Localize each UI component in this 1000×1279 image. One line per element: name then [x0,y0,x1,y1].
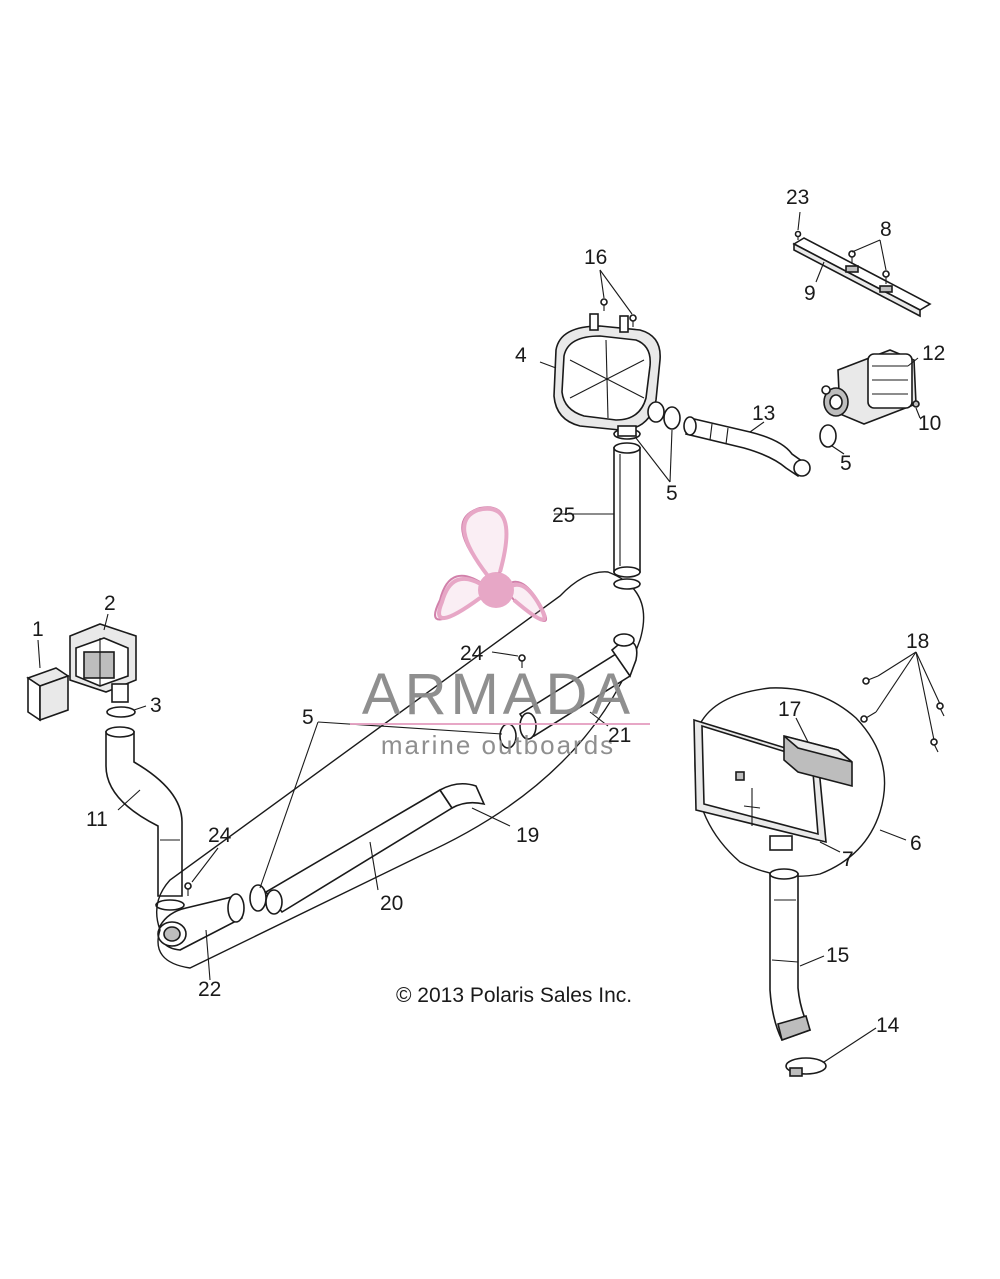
callout-19: 19 [516,824,539,847]
part-16-screws [600,298,637,327]
part-5-clamp-lower [249,884,267,912]
part-8-screws [848,250,890,284]
part-24-screw-lower [184,882,192,896]
propeller-icon [434,506,547,622]
part-13-hose [683,416,811,478]
part-18-screws [860,675,945,753]
callout-25: 25 [552,504,575,527]
part-11-hose [105,726,183,897]
callout-3: 3 [150,694,162,717]
callout-5-right: 5 [840,452,852,475]
callout-9: 9 [804,282,816,305]
callout-6: 6 [910,832,922,855]
part-19-outline [156,571,645,969]
part-5-clamp-airbox [663,406,681,430]
part-22-elbow [155,893,245,951]
callout-22: 22 [198,978,221,1001]
callout-10: 10 [918,412,941,435]
part-4-airbox [553,313,665,437]
callout-24-upper: 24 [460,642,484,665]
part-24-screw-upper [518,654,526,668]
part-9-bracket [792,237,932,318]
callout-labels: 1 2 3 4 5 5 5 6 7 8 9 10 11 12 13 14 15 … [32,186,945,1037]
callout-11: 11 [86,808,108,831]
part-10-fastener [912,400,920,408]
callout-15: 15 [826,944,849,967]
callout-14: 14 [876,1014,900,1037]
part-5-clamp-tube-bottom [613,578,641,590]
callout-1: 1 [32,618,44,641]
part-17-foam [783,734,853,788]
part-15-snorkel [769,868,812,1042]
leader-lines [37,211,941,1063]
part-22-clamp [155,899,185,911]
callout-23: 23 [786,186,809,209]
callout-20: 20 [380,892,403,915]
part-6-outline [694,687,886,877]
callout-21: 21 [608,724,631,747]
callout-16: 16 [584,246,607,269]
callout-18: 18 [906,630,929,653]
part-20-long-hose [264,782,486,915]
callout-7: 7 [842,848,854,871]
callout-2: 2 [104,592,116,615]
part-1-block [26,667,70,722]
part-14-clamp [785,1057,827,1077]
callout-12: 12 [922,342,945,365]
callout-8: 8 [880,218,892,241]
part-23-screw [794,230,802,240]
copyright-text: © 2013 Polaris Sales Inc. [396,984,632,1007]
part-3-clamp [106,706,136,718]
watermark-brand: ARMADA [362,662,634,727]
part-21-pipe [518,633,638,740]
callout-17: 17 [778,698,801,721]
callout-13: 13 [752,402,775,425]
callout-4: 4 [515,344,527,367]
part-12-intake-assembly [821,349,917,425]
watermark-tagline: marine outboards [381,730,615,760]
part-5-clamp-throttle [819,424,837,448]
watermark: ARMADA marine outboards [350,506,650,760]
part-25-tube [613,442,641,578]
callout-24-lower: 24 [208,824,232,847]
callout-5-upper: 5 [666,482,678,505]
part-2-intake-box [69,623,137,703]
callout-5-lower: 5 [302,706,314,729]
